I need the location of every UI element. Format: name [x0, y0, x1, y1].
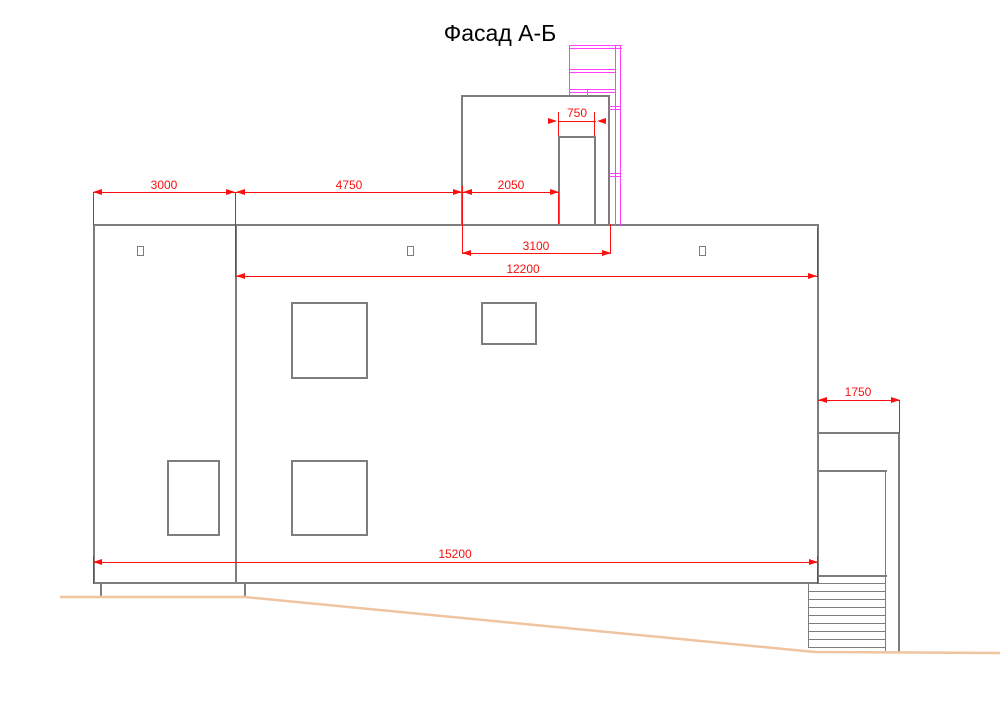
stair-tread: [808, 591, 886, 592]
roof-structure-left-wall: [461, 95, 463, 226]
extension-line: [558, 112, 559, 136]
extension-line: [93, 192, 94, 225]
dim-label-middle-bay: 4750: [335, 178, 363, 192]
dim-arrow: [462, 250, 471, 256]
dim-arrow: [808, 273, 817, 279]
vent-mark-1: [137, 246, 144, 256]
dim-arrow: [93, 189, 102, 195]
dim-line-top-chain: [93, 192, 559, 193]
extension-line: [899, 400, 900, 433]
dim-label-total-width: 15200: [438, 547, 472, 561]
extension-line: [610, 224, 611, 254]
dim-label-hatch-width: 750: [566, 106, 588, 120]
facade-bottom-line: [93, 582, 819, 584]
facade-section-divider: [235, 224, 237, 583]
extension-line: [817, 556, 818, 584]
dim-arrow: [236, 273, 245, 279]
facade-right-wall: [817, 224, 819, 583]
stair-tread: [808, 639, 886, 640]
extension-line: [462, 186, 463, 254]
extension-line: [558, 192, 559, 224]
window-upper-middle: [291, 302, 368, 379]
dim-arrow: [226, 189, 235, 195]
stair-tread: [808, 615, 886, 616]
dim-arrow: [818, 397, 827, 403]
ladder-cage-top-inner: [569, 48, 622, 49]
dim-arrow: [463, 189, 472, 195]
dim-label-left-bay: 3000: [150, 178, 178, 192]
ladder-rail-inner: [615, 45, 616, 226]
roof-hatch-top-edge: [558, 136, 596, 138]
dim-line-total-width: [93, 562, 818, 563]
roof-parapet-line: [93, 224, 819, 226]
foundation-post-left: [100, 584, 102, 597]
dim-arrow: [550, 189, 559, 195]
ladder-rung: [609, 109, 621, 110]
extension-line: [93, 556, 94, 584]
porch-inner-bottom: [819, 575, 887, 577]
dim-arrow: [236, 189, 245, 195]
stair-tread: [808, 623, 886, 624]
dim-arrow: [597, 118, 606, 124]
dim-line-porch-width: [818, 400, 900, 401]
window-lower-left: [167, 460, 220, 536]
stair-tread: [808, 607, 886, 608]
ladder-cage-rail: [569, 69, 616, 70]
ladder-cage-rail: [569, 72, 616, 73]
ladder-cage-left-rail: [569, 45, 570, 95]
roof-structure-right-wall: [608, 95, 610, 226]
vent-mark-2: [407, 246, 414, 256]
dim-label-main-roof-span: 12200: [506, 262, 540, 276]
dim-line-roof-structure-width: [462, 253, 611, 254]
window-upper-right: [481, 302, 537, 345]
roof-hatch-left-edge: [558, 136, 560, 226]
ladder-rung: [609, 176, 621, 177]
roof-structure-top-line: [461, 95, 610, 97]
ladder-rung: [609, 106, 621, 107]
dim-arrow: [809, 559, 818, 565]
dim-label-roof-structure-offset: 2050: [497, 178, 525, 192]
porch-right-wall: [898, 432, 900, 653]
ladder-rail-outer: [620, 45, 621, 226]
dim-arrow: [93, 559, 102, 565]
ladder-cage-rail: [569, 89, 616, 90]
ladder-rung: [609, 173, 621, 174]
extension-line: [817, 228, 818, 277]
extension-line: [594, 112, 595, 136]
dim-arrow: [453, 189, 462, 195]
stair-tread: [808, 631, 886, 632]
porch-top-line: [818, 432, 900, 434]
porch-inner-right: [885, 470, 886, 651]
vent-mark-3: [699, 246, 706, 256]
foundation-post-right: [244, 584, 246, 597]
terrain-line: [60, 595, 1000, 655]
facade-left-wall: [93, 224, 95, 583]
roof-hatch-right-edge: [594, 136, 596, 226]
ladder-cage-stub: [587, 89, 588, 96]
dim-arrow: [602, 250, 611, 256]
extension-line: [235, 192, 236, 277]
dim-line-main-roof-span: [235, 276, 818, 277]
ladder-cage-top-outer: [569, 45, 622, 46]
stair-tread: [808, 583, 886, 584]
stair-tread: [808, 599, 886, 600]
dim-arrow: [891, 397, 900, 403]
ladder-cage-rail: [569, 92, 616, 93]
page-title: Фасад А-Б: [443, 20, 557, 46]
stair-tread: [808, 647, 886, 648]
dim-label-porch-width: 1750: [844, 385, 872, 399]
dim-arrow: [548, 118, 557, 124]
window-lower-middle: [291, 460, 368, 536]
dim-line-hatch-width: [558, 121, 596, 122]
porch-inner-top: [819, 470, 887, 472]
dim-label-roof-structure-width: 3100: [522, 239, 550, 253]
